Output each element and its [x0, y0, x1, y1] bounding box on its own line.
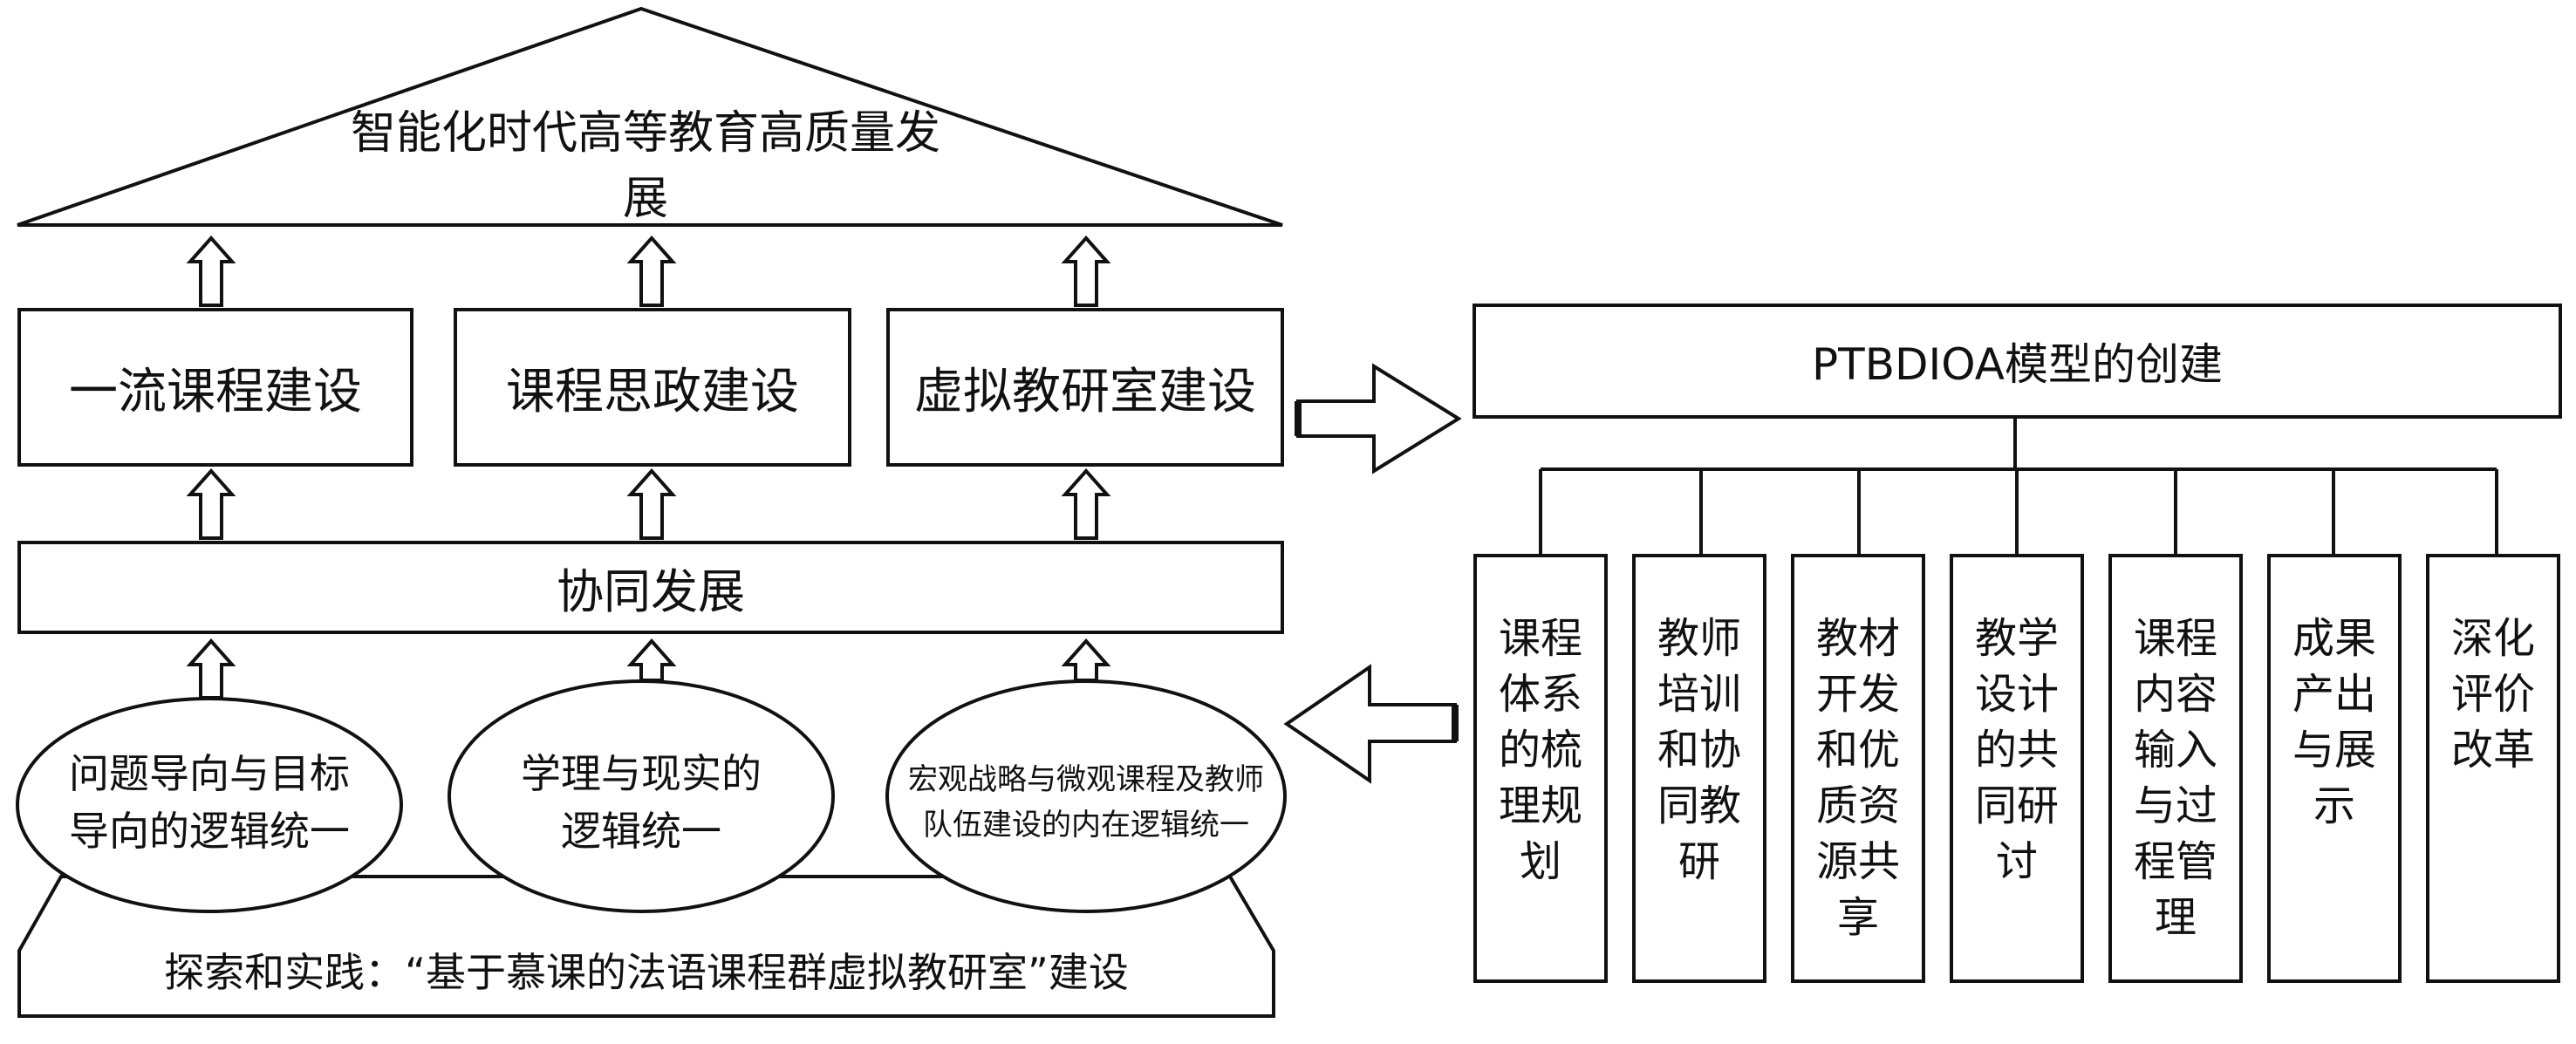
right-arrow — [1296, 363, 1462, 474]
item-box — [2267, 554, 2402, 983]
up-arrow — [186, 467, 236, 540]
box-virtual-teaching-office-label: 虚拟教研室建设 — [914, 363, 1256, 420]
box-first-class-course — [17, 308, 413, 467]
left-arrow — [1283, 664, 1457, 784]
item-label-instruction-design: 教学设计的共同研讨 — [1974, 614, 2059, 886]
up-arrow — [1061, 638, 1111, 682]
up-arrow — [626, 638, 677, 682]
up-arrow — [626, 467, 677, 540]
roof-triangle — [17, 6, 1283, 227]
up-arrow — [1061, 235, 1111, 307]
box-ideological-course — [454, 308, 851, 467]
up-arrow — [626, 235, 677, 307]
box-virtual-teaching-office — [886, 308, 1284, 467]
item-label-content-process: 课程内容输入与过程管理 — [2133, 614, 2217, 942]
roof-title: 智能化时代高等教育高质量发展 — [350, 107, 940, 225]
item-box — [2108, 554, 2243, 983]
item-box — [2426, 554, 2560, 983]
item-label-evaluation: 深化评价改革 — [2450, 614, 2535, 774]
box-ideological-course-label: 课程思政建设 — [506, 363, 799, 420]
item-label-teacher-training: 教师培训和协同教研 — [1657, 614, 1741, 886]
item-box — [1950, 554, 2084, 983]
tree-connector — [1539, 417, 2498, 556]
up-arrow — [1061, 467, 1111, 540]
synergy-bar — [17, 541, 1284, 634]
up-arrow — [186, 638, 236, 699]
ellipse-theory-reality-label: 学理与现实的逻辑统一 — [521, 750, 762, 855]
item-box — [1473, 554, 1608, 983]
model-title-box — [1472, 304, 2562, 419]
model-title: PTBDIOA模型的创建 — [1812, 339, 2223, 390]
item-label-materials: 教材开发和优质资源共享 — [1815, 614, 1900, 942]
item-box — [1791, 554, 1925, 983]
item-box — [1632, 554, 1766, 983]
base-label: 探索和实践：“基于慕课的法语课程群虚拟教研室”建设 — [164, 949, 1129, 996]
item-label-outputs: 成果产出与展示 — [2292, 614, 2376, 830]
box-first-class-course-label: 一流课程建设 — [69, 363, 362, 420]
item-label-curriculum: 课程体系的梳理规划 — [1498, 614, 1582, 886]
synergy-label: 协同发展 — [557, 564, 745, 619]
ellipse-macro-micro-label: 宏观战略与微观课程及教师队伍建设的内在逻辑统一 — [908, 762, 1264, 843]
ellipse-problem-goal-label: 问题导向与目标导向的逻辑统一 — [69, 750, 350, 855]
up-arrow — [186, 235, 236, 307]
